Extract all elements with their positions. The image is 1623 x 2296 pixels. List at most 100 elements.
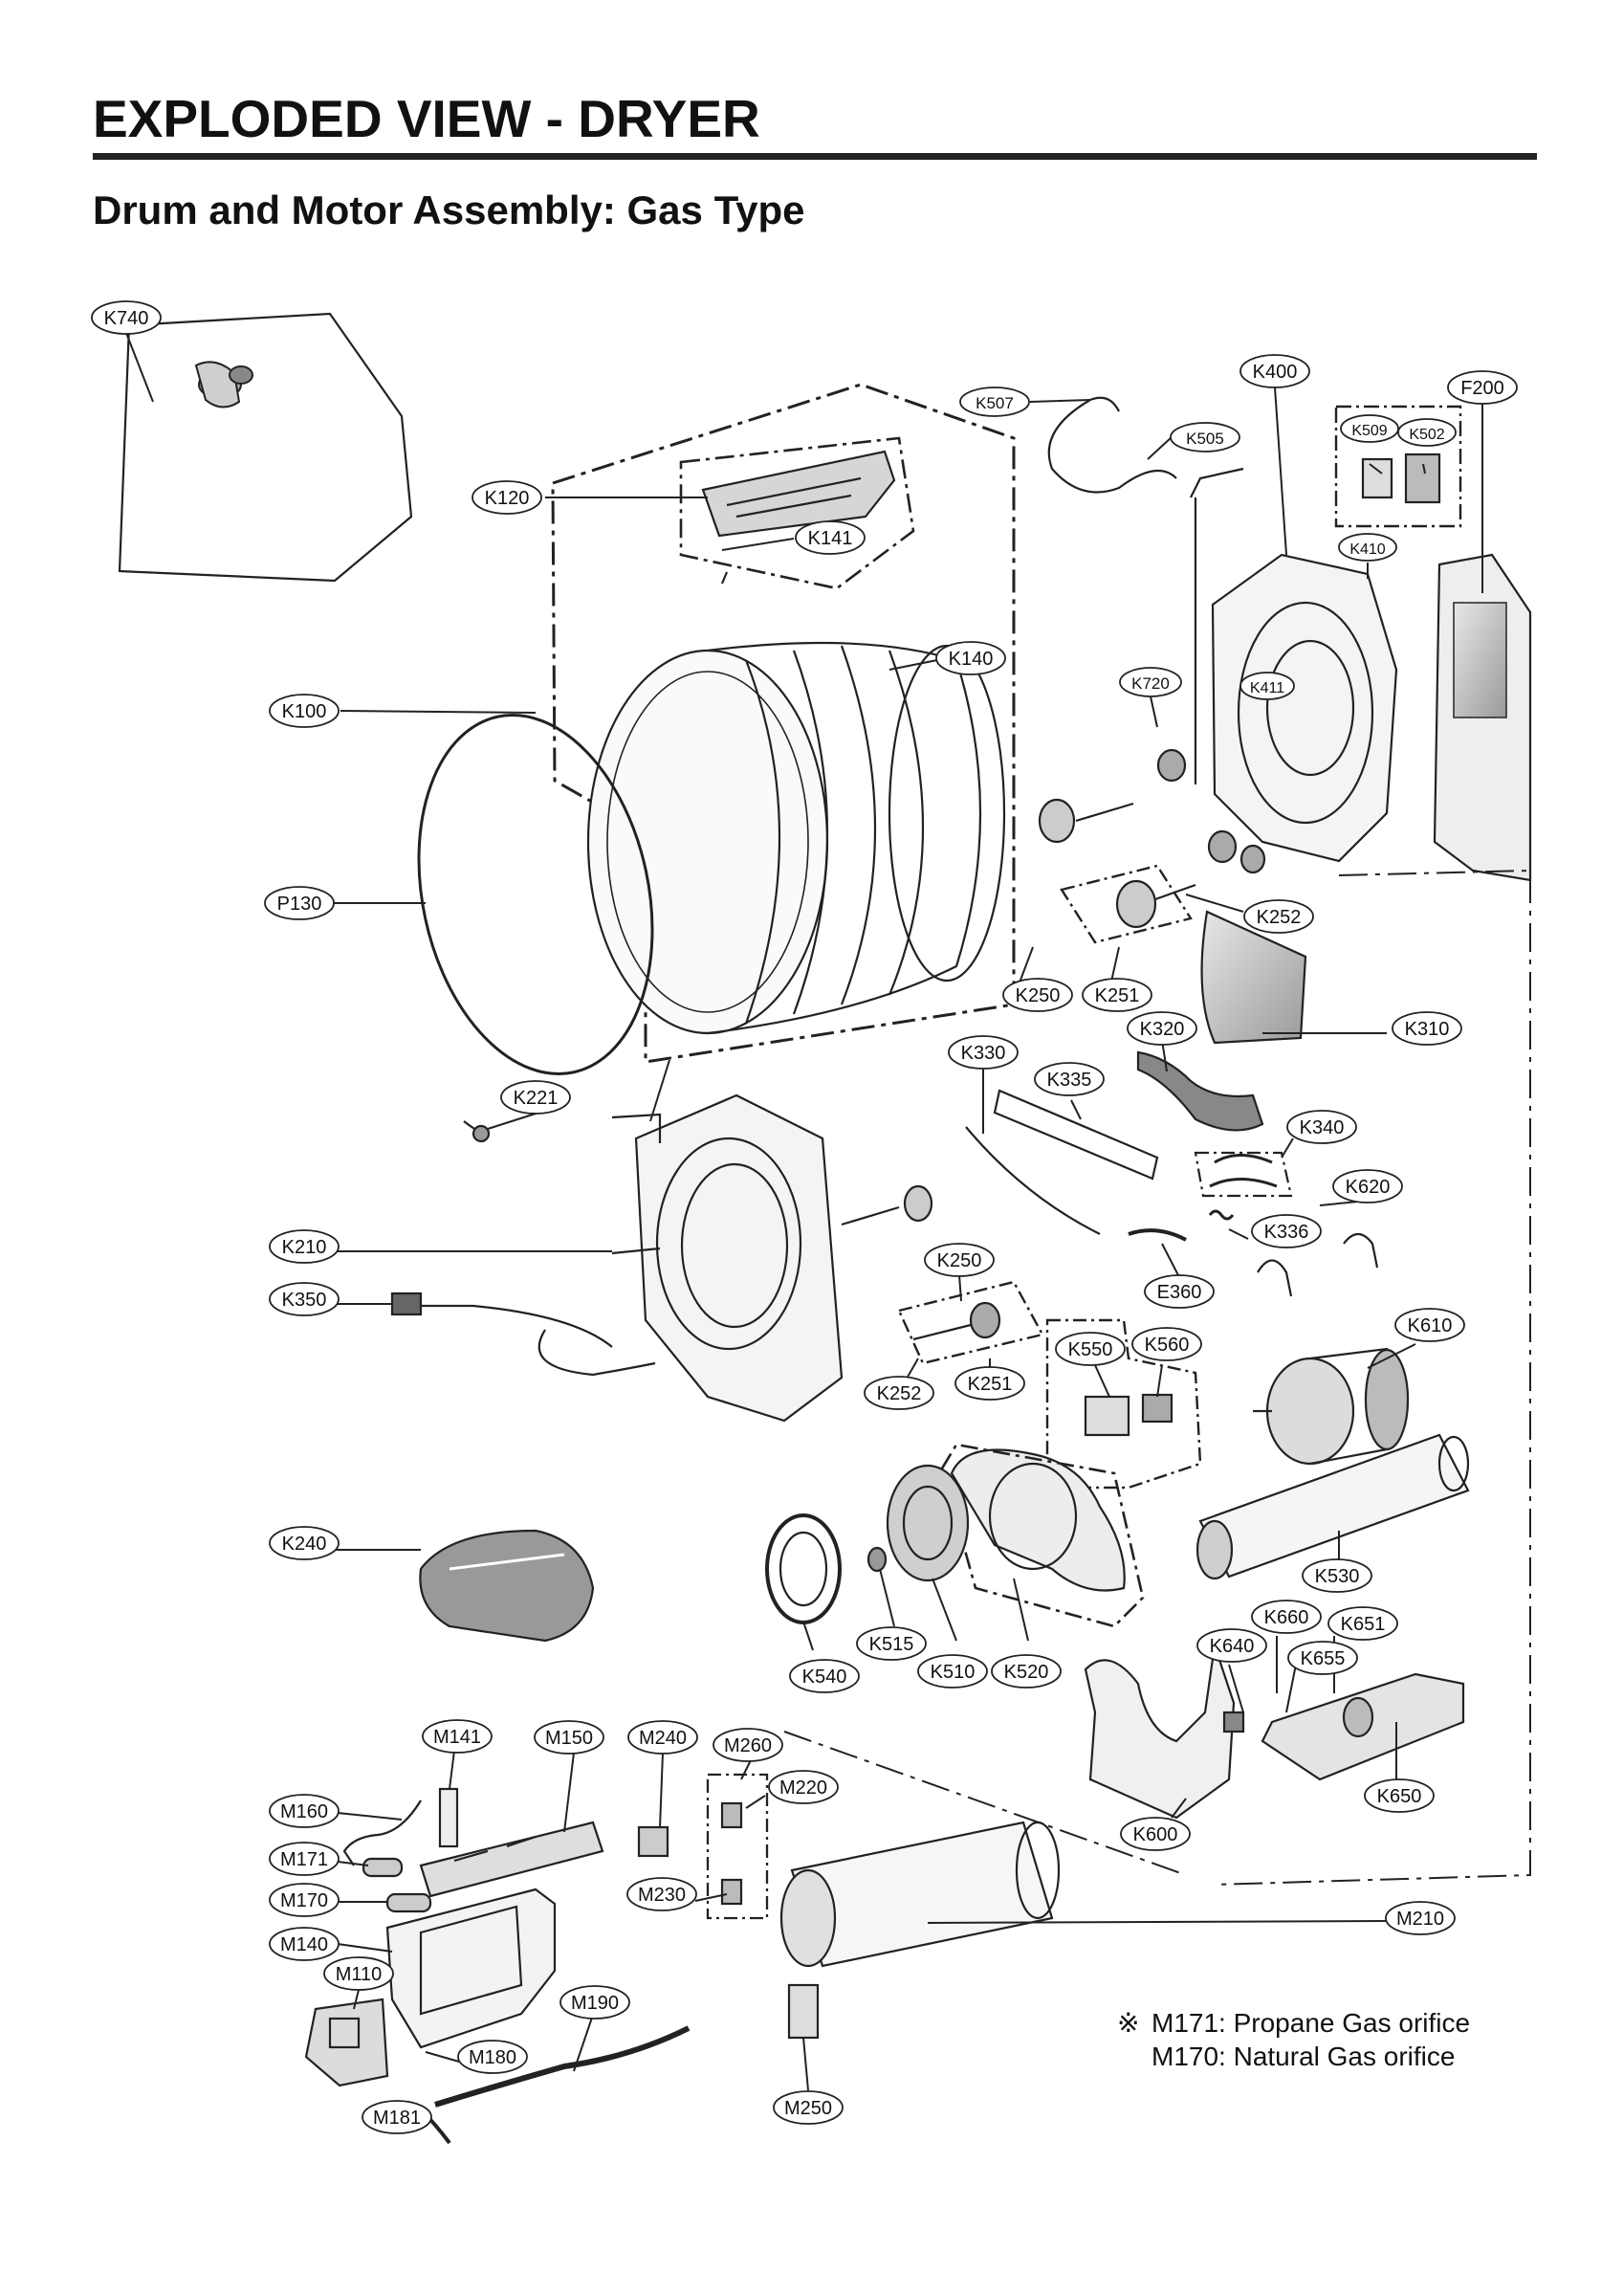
callout-m230: M230 (626, 1877, 697, 1911)
callout-k560: K560 (1131, 1327, 1202, 1361)
callout-k720: K720 (1119, 667, 1182, 697)
blower-housing (950, 1448, 1126, 1592)
callout-k141: K141 (795, 520, 866, 555)
chamber-bracket (787, 1983, 820, 2040)
orifice-note-line-2: M170: Natural Gas orifice (1117, 2042, 1455, 2072)
page-subtitle: Drum and Motor Assembly: Gas Type (93, 188, 805, 232)
callout-k120: K120 (472, 480, 542, 515)
svg-text:K620: K620 (1346, 1177, 1391, 1198)
callout-k505: K505 (1170, 422, 1240, 453)
callout-k540: K540 (789, 1659, 860, 1693)
callout-p130: P130 (264, 886, 335, 920)
svg-text:K720: K720 (1131, 674, 1170, 693)
sensor-group-outline (1334, 405, 1462, 528)
orifice-note-line-1: ※ M171: Propane Gas orifice (1117, 2007, 1470, 2039)
svg-text:M230: M230 (638, 1885, 686, 1906)
svg-text:K251: K251 (1095, 985, 1140, 1006)
svg-text:K221: K221 (514, 1088, 559, 1109)
lint-screen (1200, 910, 1307, 1045)
callout-k620: K620 (1332, 1169, 1403, 1203)
svg-text:K411: K411 (1250, 680, 1284, 696)
blower-wheel (886, 1464, 970, 1582)
svg-text:M171: M171 (280, 1849, 328, 1870)
callout-k221: K221 (500, 1080, 571, 1115)
callout-m160: M160 (269, 1794, 340, 1828)
callout-k310: K310 (1392, 1011, 1462, 1046)
svg-text:M141: M141 (433, 1727, 481, 1748)
callout-m171: M171 (269, 1842, 340, 1876)
rear-bulkhead (1190, 467, 1398, 863)
roller-group-outline (1060, 864, 1193, 944)
svg-text:K330: K330 (961, 1043, 1006, 1064)
belt-guide (1128, 1228, 1187, 1242)
gas-valve (304, 1998, 389, 2087)
note-symbol: ※ (1117, 2008, 1140, 2038)
svg-text:K250: K250 (937, 1250, 982, 1271)
callout-k100: K100 (269, 694, 340, 728)
svg-text:M210: M210 (1396, 1909, 1444, 1930)
svg-text:E360: E360 (1157, 1282, 1202, 1303)
svg-text:P130: P130 (277, 894, 322, 915)
page-title: EXPLODED VIEW - DRYER (93, 89, 760, 148)
svg-text:K640: K640 (1210, 1636, 1255, 1657)
callout-m110: M110 (323, 1956, 394, 1991)
svg-text:K252: K252 (1257, 907, 1302, 928)
burner-bracket (385, 1888, 557, 2049)
callout-k320: K320 (1127, 1011, 1197, 1046)
svg-text:K550: K550 (1068, 1339, 1113, 1360)
callout-m260: M260 (713, 1728, 783, 1762)
glide-pads (1209, 1154, 1278, 1188)
svg-text:K140: K140 (949, 649, 994, 670)
svg-text:K509: K509 (1351, 423, 1387, 439)
svg-text:K100: K100 (282, 701, 327, 722)
callout-k660: K660 (1251, 1600, 1322, 1634)
lint-duct (419, 1529, 595, 1643)
svg-text:K120: K120 (485, 488, 530, 509)
callout-k520: K520 (991, 1654, 1062, 1689)
svg-text:K740: K740 (104, 308, 149, 329)
svg-text:K350: K350 (282, 1290, 327, 1311)
svg-text:K655: K655 (1301, 1648, 1346, 1669)
note-line-1-text: M171: Propane Gas orifice (1151, 2008, 1471, 2038)
svg-text:M220: M220 (779, 1777, 827, 1799)
callout-k740: K740 (91, 300, 162, 335)
callout-k252-b: K252 (864, 1376, 934, 1410)
svg-text:K515: K515 (869, 1634, 914, 1655)
svg-text:K310: K310 (1405, 1019, 1450, 1040)
callout-k140: K140 (935, 641, 1006, 675)
callout-m140: M140 (269, 1927, 340, 1961)
combustion-chamber (779, 1821, 1061, 1968)
callout-m170: M170 (269, 1883, 340, 1917)
svg-text:M110: M110 (336, 1964, 383, 1985)
svg-text:K510: K510 (931, 1662, 976, 1683)
callout-m141: M141 (422, 1719, 493, 1754)
callout-k252-a: K252 (1243, 899, 1314, 934)
svg-text:M190: M190 (571, 1993, 619, 2014)
callout-k240: K240 (269, 1526, 340, 1560)
callout-k251-b: K251 (954, 1366, 1025, 1401)
callout-k340: K340 (1286, 1110, 1357, 1144)
callouts: K740 K400 F200 K507 K505 K509 K502 K410 … (91, 300, 1518, 2134)
svg-text:K340: K340 (1300, 1117, 1345, 1138)
washer (866, 1546, 888, 1573)
baffle-group-outline (679, 436, 915, 590)
svg-text:K252: K252 (877, 1383, 922, 1404)
svg-text:M180: M180 (469, 2047, 516, 2068)
svg-text:M150: M150 (545, 1728, 593, 1749)
svg-text:K250: K250 (1016, 985, 1061, 1006)
filter-panel (1433, 553, 1532, 882)
callout-k651: K651 (1327, 1606, 1398, 1641)
callout-k550: K550 (1055, 1332, 1126, 1366)
duct-piece (1136, 1050, 1264, 1132)
svg-text:M240: M240 (639, 1728, 687, 1749)
callout-k251-a: K251 (1082, 978, 1152, 1012)
valve-group-outline (706, 1773, 769, 1920)
drum-group-outline (551, 383, 1016, 1064)
svg-text:F200: F200 (1460, 378, 1504, 399)
svg-text:M181: M181 (373, 2108, 421, 2129)
callout-m190: M190 (559, 1985, 630, 2020)
svg-text:K336: K336 (1264, 1222, 1309, 1243)
callout-k530: K530 (1302, 1558, 1372, 1593)
svg-text:K320: K320 (1140, 1019, 1185, 1040)
callout-k400: K400 (1239, 354, 1310, 388)
